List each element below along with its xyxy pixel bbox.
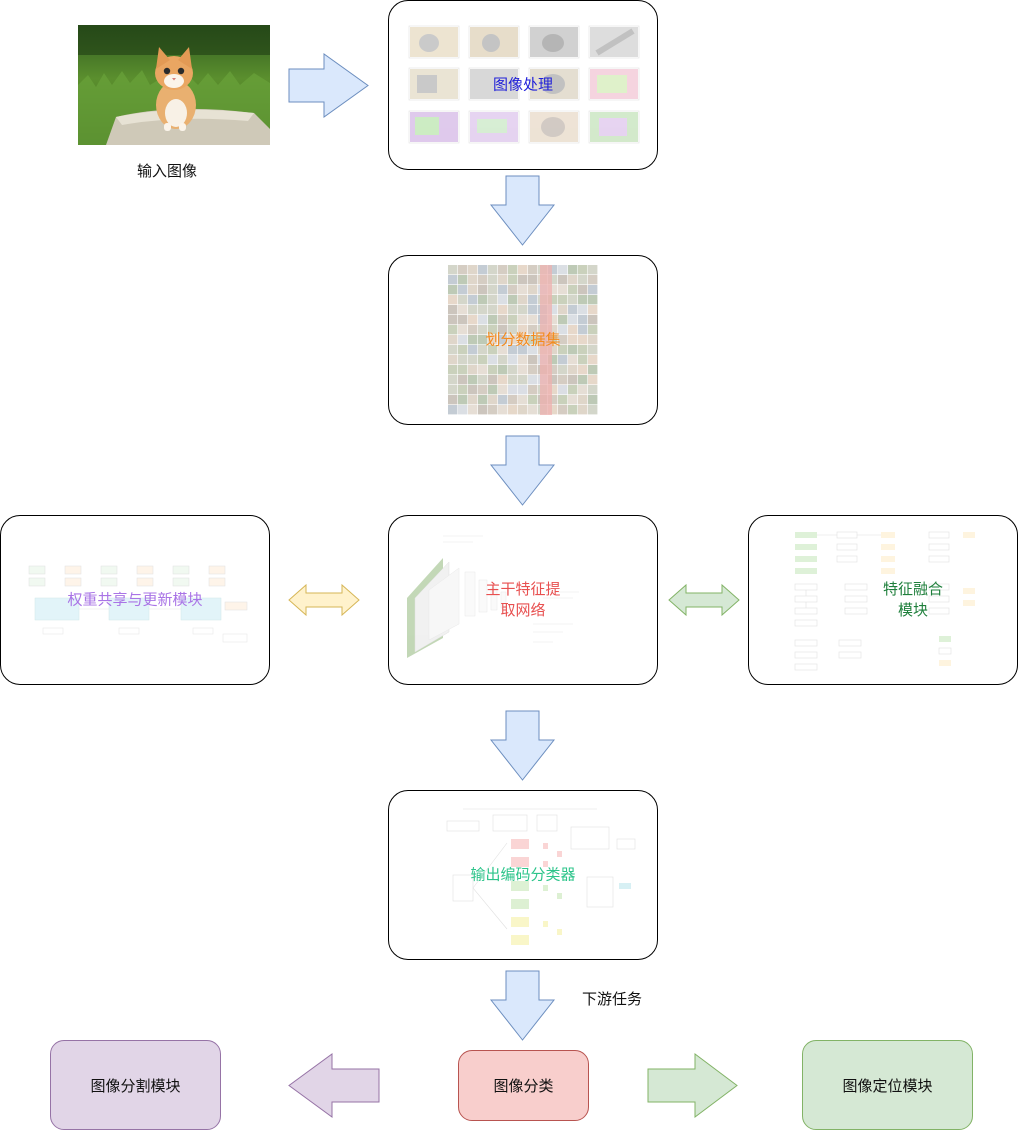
classifier-architecture-thumbnail (446, 808, 636, 945)
weight-share-thumbnail (28, 565, 248, 643)
image-classification-node: 图像分类 (458, 1050, 589, 1121)
arrow-right-to-localization (647, 1053, 738, 1118)
classifier-label: 输出编码分类器 (470, 865, 576, 884)
classifier-node: 输出编码分类器 (388, 790, 658, 960)
feature-fusion-node: 特征融合 模块 (748, 515, 1018, 685)
arrow-down-backbone-to-classifier (489, 710, 556, 781)
backbone-label: 主干特征提 取网络 (485, 580, 561, 619)
input-image (78, 25, 270, 145)
feature-fusion-thumbnail (794, 531, 975, 671)
image-localization-label: 图像定位模块 (842, 1076, 933, 1095)
dataset-mosaic-thumbnail (448, 265, 598, 415)
input-image-label: 输入图像 (137, 162, 198, 180)
backbone-node: 主干特征提 取网络 (388, 515, 658, 685)
preprocess-thumbnail (408, 25, 640, 144)
backbone-architecture-thumbnail (407, 535, 579, 658)
arrow-down-classifier-to-classification (489, 970, 556, 1041)
arrow-down-split-to-backbone (489, 435, 556, 506)
arrow-down-preprocess-to-split (489, 175, 556, 246)
image-localization-node: 图像定位模块 (802, 1040, 973, 1130)
preprocess-label: 图像处理 (492, 75, 553, 94)
feature-fusion-label: 特征融合 模块 (882, 580, 943, 619)
weight-share-label: 权重共享与更新模块 (67, 590, 203, 609)
arrow-left-to-segmentation (288, 1053, 380, 1118)
image-segmentation-label: 图像分割模块 (90, 1076, 181, 1095)
dataset-split-node: 划分数据集 (388, 255, 658, 425)
weight-share-node: 权重共享与更新模块 (0, 515, 270, 685)
dataset-split-label: 划分数据集 (485, 330, 561, 349)
arrow-right-input-to-preprocess (288, 53, 369, 118)
downstream-task-label: 下游任务 (582, 990, 643, 1008)
double-arrow-backbone-fusion (668, 583, 740, 617)
preprocess-node: 图像处理 (388, 0, 658, 170)
double-arrow-weight-share-backbone (288, 583, 360, 617)
image-segmentation-node: 图像分割模块 (50, 1040, 221, 1130)
image-classification-label: 图像分类 (493, 1077, 554, 1095)
